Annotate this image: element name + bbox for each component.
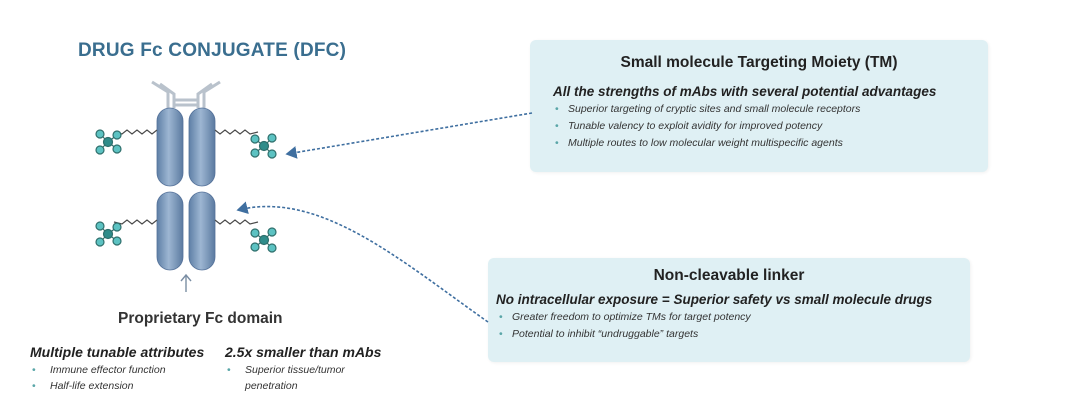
fc-domain-arrow (180, 273, 192, 292)
tm-callout-item: Multiple routes to low molecular weight … (554, 135, 988, 152)
tm-callout-subtitle: All the strengths of mAbs with several p… (553, 84, 937, 99)
size-advantage: 2.5x smaller than mAbs Superior tissue/t… (225, 344, 415, 394)
tm-callout-item: Tunable valency to exploit avidity for i… (554, 118, 988, 135)
dfc-title: DRUG Fc CONJUGATE (DFC) (78, 40, 347, 61)
linker-callout-title: Non-cleavable linker (653, 267, 805, 284)
fc-domain-cylinders (156, 107, 216, 271)
fc-domain-label: Proprietary Fc domain (118, 310, 283, 327)
targeting-moiety-ligands (95, 129, 277, 253)
tm-callout-item: Superior targeting of cryptic sites and … (554, 101, 988, 118)
hinge-region (151, 80, 221, 108)
tm-callout: Small molecule Targeting Moiety (TM) All… (530, 40, 988, 172)
linker-callout-item: Greater freedom to optimize TMs for targ… (498, 309, 970, 326)
attribute-item: Half-life extension (30, 378, 230, 394)
attribute-item: Immune effector function (30, 362, 230, 378)
size-advantage-heading: 2.5x smaller than mAbs (225, 344, 382, 360)
tm-connector-arrow (285, 112, 533, 159)
linker-callout-subtitle: No intracellular exposure = Superior saf… (496, 292, 933, 307)
dfc-molecule-diagram (95, 80, 277, 292)
linker-connector-arrow (236, 201, 489, 323)
tunable-attributes-heading: Multiple tunable attributes (30, 344, 205, 360)
attribute-item: Superior tissue/tumor penetration (225, 362, 395, 394)
tm-callout-title: Small molecule Targeting Moiety (TM) (620, 54, 898, 71)
tunable-attributes: Multiple tunable attributes Immune effec… (30, 344, 230, 394)
linker-chains (113, 129, 259, 225)
linker-callout: Non-cleavable linker No intracellular ex… (488, 258, 970, 362)
linker-callout-item: Potential to inhibit “undruggable” targe… (498, 326, 970, 343)
